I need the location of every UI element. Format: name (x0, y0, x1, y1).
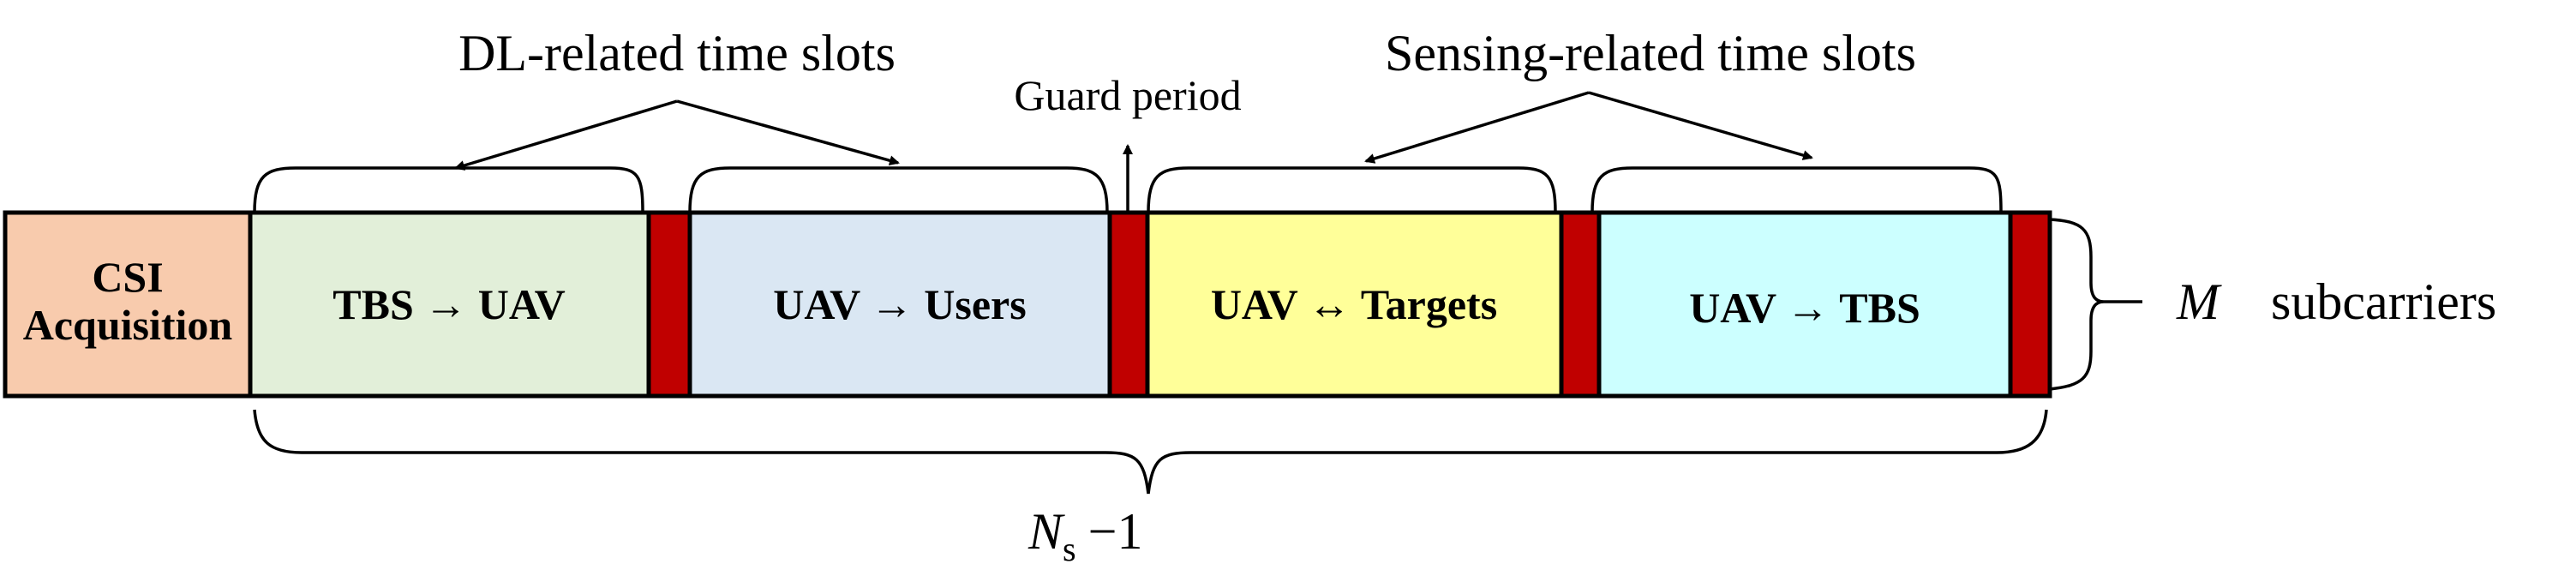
uav-targets-label: UAV ↔ Targets (1211, 280, 1497, 328)
guard-2 (1107, 210, 1150, 399)
n-symbol: N (1027, 503, 1065, 560)
csi-label-line2: Acquisition (23, 301, 233, 349)
guard-3 (1559, 210, 1602, 399)
dl-arrows (454, 99, 900, 171)
guard-4 (2008, 210, 2052, 399)
n-subscript: s (1063, 530, 1076, 568)
guard-1 (646, 210, 692, 399)
brace-bottom (253, 409, 2048, 495)
brace-subcarriers (2049, 218, 2142, 391)
brace-uav-targets (1147, 166, 1557, 213)
tbs-uav-label: TBS → UAV (332, 280, 565, 328)
uav-tbs-label: UAV → TBS (1689, 284, 1920, 332)
subcarriers-label: subcarriers (2271, 273, 2496, 330)
ns-minus-one-label: Ns −1 (1027, 503, 1142, 568)
minus-one: −1 (1088, 503, 1143, 560)
brace-uav-users (688, 166, 1109, 213)
m-symbol: M (2176, 273, 2222, 330)
csi-label-line1: CSI (92, 253, 163, 301)
sensing-arrows (1364, 91, 1813, 164)
sensing-slots-label: Sensing-related time slots (1385, 25, 1916, 81)
uav-users-label: UAV → Users (773, 280, 1026, 328)
segment-tbs-uav (248, 210, 651, 399)
segment-uav-users (687, 210, 1112, 399)
brace-tbs-uav (253, 166, 644, 213)
brace-uav-tbs (1591, 166, 2003, 213)
dl-slots-label: DL-related time slots (458, 25, 896, 81)
guard-period-label: Guard period (1014, 71, 1241, 119)
